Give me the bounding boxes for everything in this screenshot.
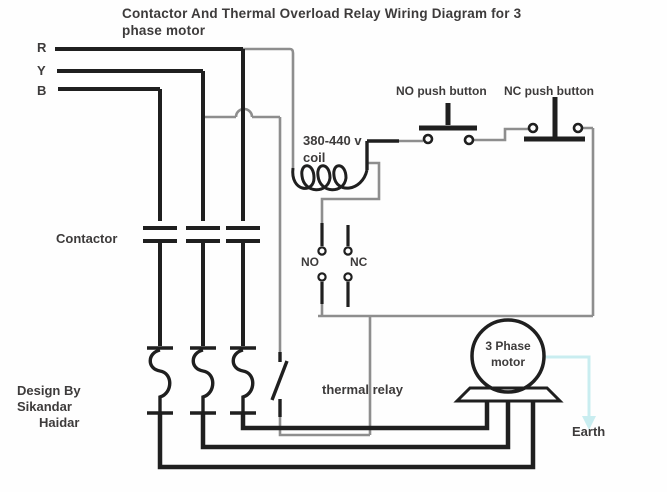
- earth-arrow-icon: [582, 416, 596, 430]
- motor-wire-3: [240, 401, 490, 431]
- phase-r-wire: [55, 47, 245, 221]
- credit-line2: Sikandar: [17, 399, 72, 414]
- earth-wire-path: [544, 355, 591, 416]
- nc-push-button: [524, 97, 585, 142]
- motor-wire-2: [200, 401, 511, 450]
- nc-aux-terminal-bottom: [343, 272, 353, 282]
- coil-symbol: [291, 139, 399, 192]
- contactor-load-wires: [158, 243, 245, 346]
- nc-push-button-label: NC push button: [504, 84, 594, 98]
- earth-wire: [544, 355, 596, 430]
- heater-element-3: [231, 348, 255, 412]
- no-aux-label: NO: [301, 255, 319, 269]
- thermal-return-wire: [278, 317, 372, 437]
- no-push-button-label: NO push button: [396, 84, 487, 98]
- diagram-title-line1: Contactor And Thermal Overload Relay Wir…: [122, 6, 522, 21]
- no-aux-terminal-top: [317, 246, 327, 256]
- credit-line3: Haidar: [39, 415, 80, 430]
- phase-y-wire: [57, 69, 205, 221]
- motor-body: [470, 318, 546, 394]
- coil-right-wire: [365, 139, 399, 170]
- contactor-symbol: [143, 226, 260, 243]
- button-link-wire: [473, 127, 528, 142]
- heater-element-1: [148, 348, 172, 412]
- motor-symbol: [453, 318, 564, 403]
- phase-label-y: Y: [37, 63, 46, 78]
- thermal-relay-switch: [270, 352, 289, 417]
- no-button-terminal-right: [463, 134, 475, 146]
- phase-label-r: R: [37, 40, 47, 55]
- coil-loops: [291, 164, 369, 192]
- no-button-terminal-left: [422, 133, 434, 145]
- power-wires: [55, 47, 536, 470]
- aux-feed-wire: [320, 161, 381, 223]
- nc-aux-contact: [343, 225, 353, 307]
- motor-label-line2: motor: [491, 355, 525, 369]
- coil-label-line2: coil: [303, 150, 326, 165]
- thermal-switch-blade: [270, 360, 289, 401]
- heater-element-2: [191, 348, 215, 412]
- diagram-title-line2: phase motor: [122, 23, 206, 38]
- nc-aux-terminal-top: [343, 246, 353, 256]
- no-aux-terminal-bottom: [317, 272, 327, 282]
- thermal-relay-label: thermal relay: [322, 382, 403, 397]
- no-push-button: [419, 103, 477, 146]
- coil-feed-wire: [243, 47, 295, 168]
- coil-label-line1: 380-440 v: [303, 133, 362, 148]
- control-wires: [203, 47, 595, 437]
- nc-aux-label: NC: [350, 255, 368, 269]
- motor-base: [453, 386, 564, 403]
- control-return-wire: [318, 126, 595, 318]
- earth-label: Earth: [572, 424, 606, 439]
- motor-wire-1: [157, 401, 536, 470]
- nc-button-terminal-right: [572, 122, 584, 134]
- no-aux-contact: [317, 223, 327, 304]
- phase-b-wire: [58, 87, 162, 221]
- motor-label-line1: 3 Phase: [485, 339, 531, 353]
- nc-button-terminal-left: [527, 122, 539, 134]
- overload-heater-symbols: [147, 346, 256, 415]
- thermal-feed-wire: [252, 115, 282, 352]
- credit-line1: Design By: [17, 383, 81, 398]
- phase-label-b: B: [37, 83, 47, 98]
- contactor-label: Contactor: [56, 231, 118, 246]
